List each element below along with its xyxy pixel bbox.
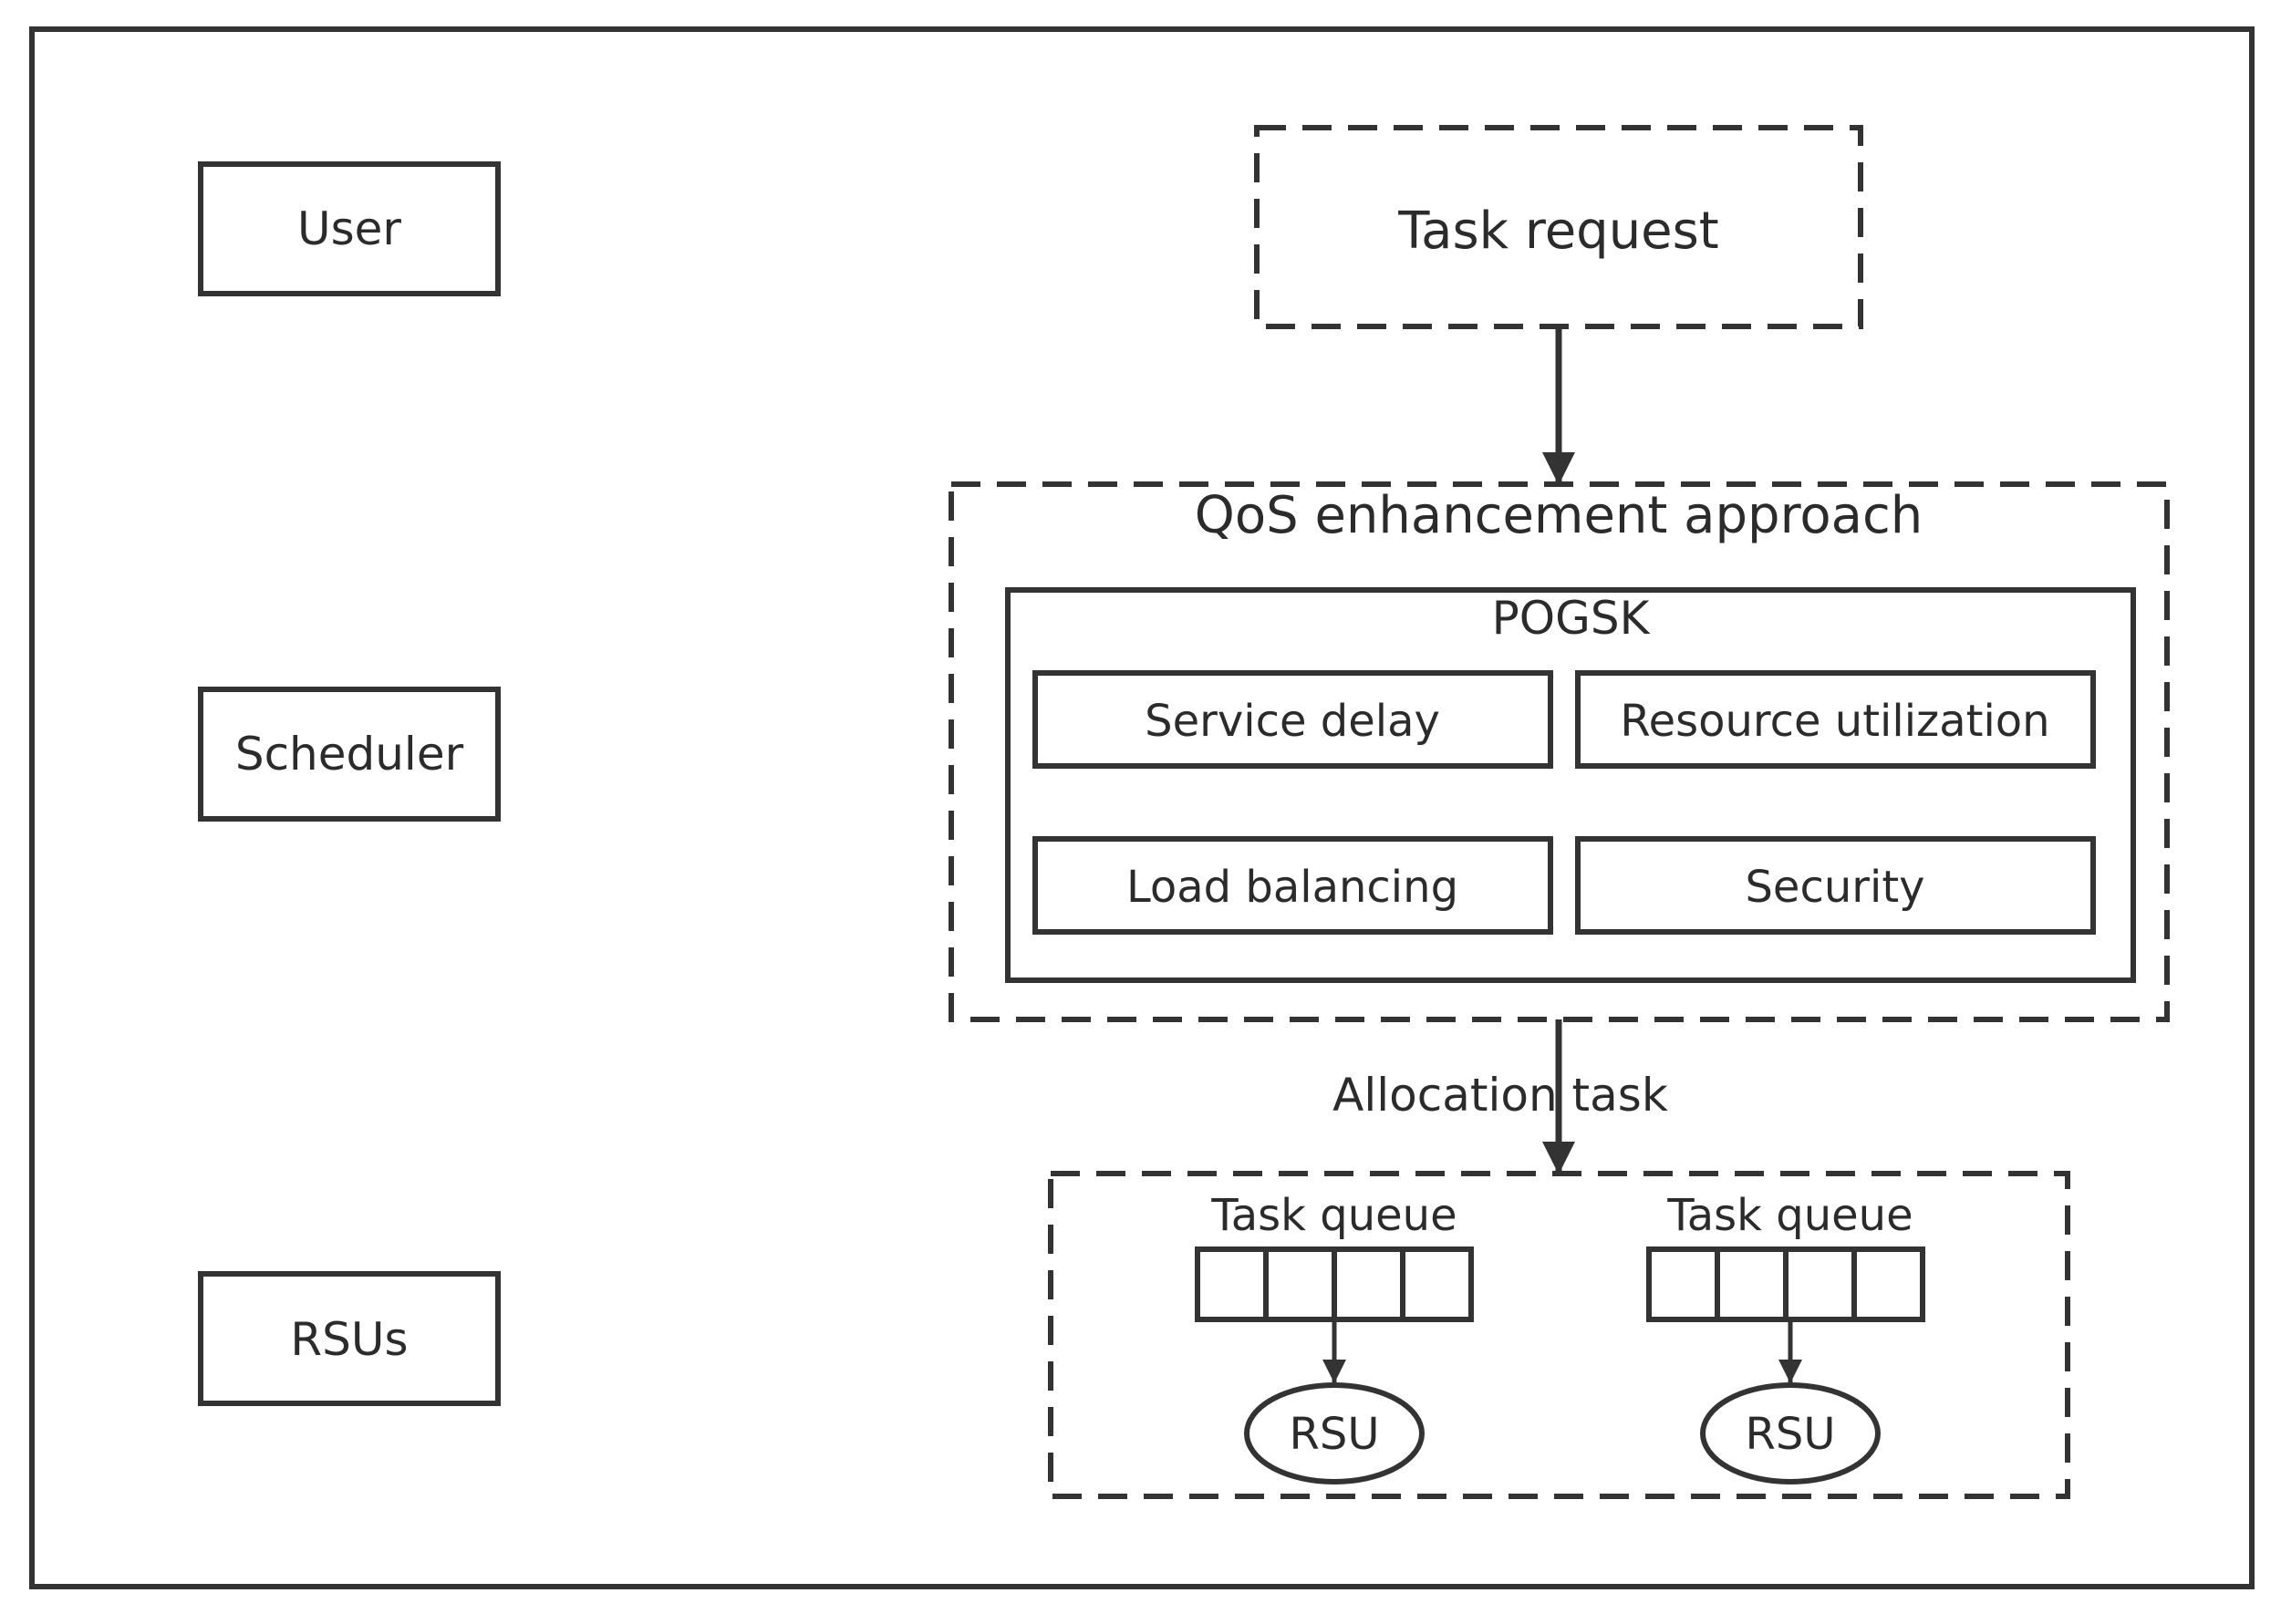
task-queue-2-label: Task queue — [1666, 1190, 1913, 1241]
rsu-node-1 — [1244, 1382, 1425, 1484]
queue-slot — [1263, 1246, 1337, 1322]
rsu-node-1-label: RSU — [1290, 1409, 1380, 1460]
queue-slot — [1332, 1246, 1405, 1322]
task-queue-2: Task queue RSU — [1646, 1190, 1925, 1484]
rsu-group-box: Task queue RSU Task queue RSU — [1048, 1171, 2070, 1499]
task-queue-1: Task queue RSU — [1195, 1190, 1474, 1484]
pogsk-box: POGSK Service delay Resource utilization… — [1005, 587, 2136, 983]
factor-resource-utilization: Resource utilization — [1575, 670, 2096, 769]
factor-resource-utilization-label: Resource utilization — [1620, 696, 2049, 747]
queue-slot — [1195, 1246, 1269, 1322]
pogsk-title: POGSK — [1492, 592, 1651, 645]
task-request-box: Task request — [1254, 125, 1863, 329]
queue-1-slots — [1195, 1246, 1474, 1322]
queue-slot — [1646, 1246, 1720, 1322]
queue-slot — [1783, 1246, 1857, 1322]
factor-service-delay: Service delay — [1032, 670, 1553, 769]
qos-approach-title: QoS enhancement approach — [1195, 486, 1923, 545]
allocation-task-label: Allocation task — [1332, 1069, 1668, 1122]
role-user-label: User — [297, 202, 401, 255]
queue-slot — [1400, 1246, 1474, 1322]
rsu-node-2-label: RSU — [1746, 1409, 1836, 1460]
queue-slot — [1851, 1246, 1925, 1322]
factor-service-delay-label: Service delay — [1145, 696, 1440, 747]
queue-2-slots — [1646, 1246, 1925, 1322]
queue-slot — [1715, 1246, 1789, 1322]
qos-approach-box: QoS enhancement approach POGSK Service d… — [949, 481, 2170, 1022]
outer-frame — [29, 26, 2255, 1589]
factor-load-balancing-label: Load balancing — [1126, 862, 1458, 913]
role-scheduler: Scheduler — [198, 687, 501, 822]
factor-security-label: Security — [1745, 862, 1924, 913]
role-rsus-label: RSUs — [290, 1313, 408, 1366]
factor-load-balancing: Load balancing — [1032, 836, 1553, 935]
task-request-label: Task request — [1397, 202, 1719, 261]
role-scheduler-label: Scheduler — [235, 728, 464, 781]
factor-security: Security — [1575, 836, 2096, 935]
role-rsus: RSUs — [198, 1271, 501, 1406]
rsu-node-2 — [1700, 1382, 1881, 1484]
task-queue-1-label: Task queue — [1210, 1190, 1457, 1241]
role-user: User — [198, 161, 501, 296]
